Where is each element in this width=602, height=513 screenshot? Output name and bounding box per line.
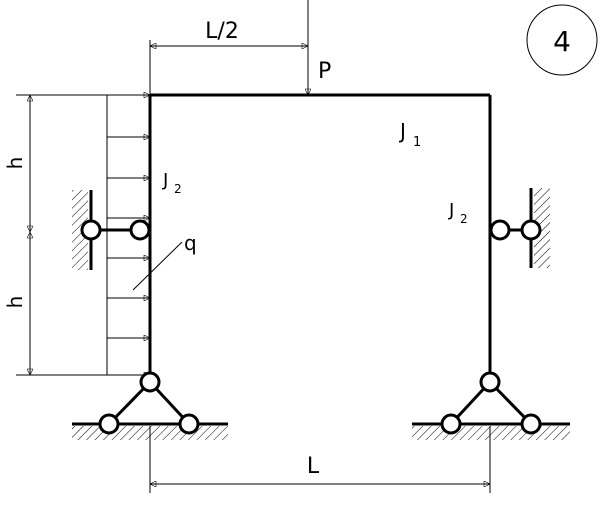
right-column-inertia-letter: J [448,200,454,221]
right-base-support [412,371,570,440]
left-column-inertia-letter: J [162,170,168,191]
right-column-inertia-sub: 2 [460,212,468,226]
beam-inertia-sub: 1 [413,135,421,150]
frame [148,93,492,377]
distributed-load-label: q [184,231,197,255]
height-dimensions [16,95,107,375]
span-label: L [307,454,320,479]
span-dimension [150,426,490,493]
lower-height-label: h [3,296,27,309]
right-lateral-support [489,188,550,268]
beam-inertia-letter: J [398,119,406,143]
half-span-label: L/2 [205,19,239,44]
load-label: P [318,59,331,84]
problem-number: 4 [553,25,571,58]
distributed-load [106,95,183,375]
problem-number-badge: 4 [526,4,598,76]
left-column-inertia-sub: 2 [174,182,182,196]
upper-height-label: h [3,157,27,170]
half-span-dimension [150,40,308,95]
left-lateral-support [72,190,151,270]
